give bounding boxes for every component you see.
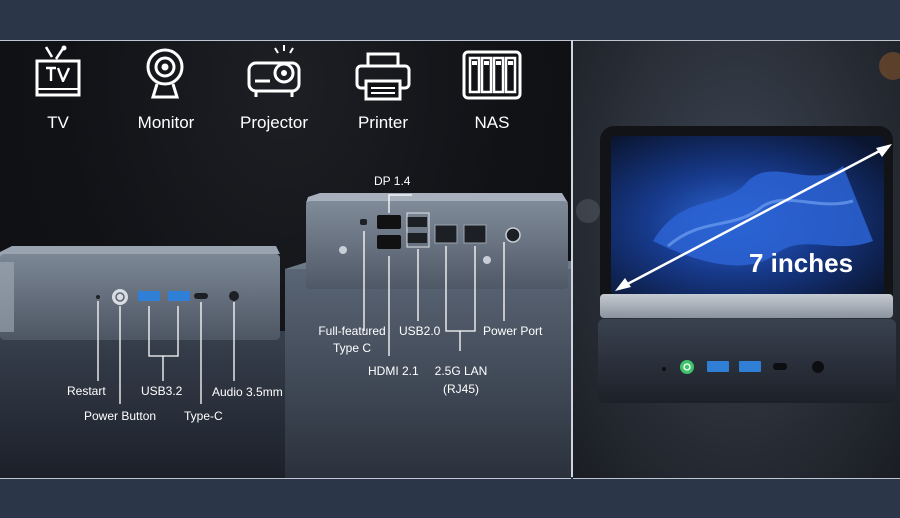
ports-panel: TV Monitor Projector Printer [0,40,571,479]
screen-panel: 7 inches [573,40,900,479]
callout-dp: DP 1.4 [374,174,411,188]
tv-text-glyph [46,66,71,82]
mini-pc-front-view [0,246,280,340]
callout-full-type-c-line2: Type C [332,341,371,355]
callout-lan-line1: 2.5G LAN [434,364,488,378]
tv-icon [35,45,81,97]
rear-callout-lines [363,194,505,356]
device-label-nas: NAS [474,113,510,132]
callout-full-type-c-line1: Full-featured [318,324,386,338]
callout-type-c-front: Type-C [184,409,223,423]
device-label-tv: TV [47,113,69,132]
callout-lan-line2: (RJ45) [442,382,479,396]
callout-usb20: USB2.0 [399,324,441,338]
projector-icon [247,45,301,97]
bottom-band [0,477,900,518]
callout-audio: Audio 3.5mm [212,385,283,399]
mini-pc-with-screen [576,52,900,403]
front-callout-lines [97,301,235,404]
top-band [0,0,900,40]
device-label-monitor: Monitor [137,113,195,132]
callout-power-port: Power Port [483,324,543,338]
callout-restart: Restart [67,384,106,398]
nas-icon [462,50,522,100]
screen-size-label: 7 inches [749,248,854,278]
printer-icon [355,52,411,101]
callout-power-button: Power Button [84,409,157,423]
device-label-printer: Printer [357,113,409,132]
webcam-icon [146,48,184,99]
device-label-projector: Projector [239,113,309,132]
callout-usb32: USB3.2 [141,384,183,398]
mini-pc-rear-view [306,193,568,289]
callout-hdmi: HDMI 2.1 [368,364,419,378]
panel-divider [571,40,573,477]
